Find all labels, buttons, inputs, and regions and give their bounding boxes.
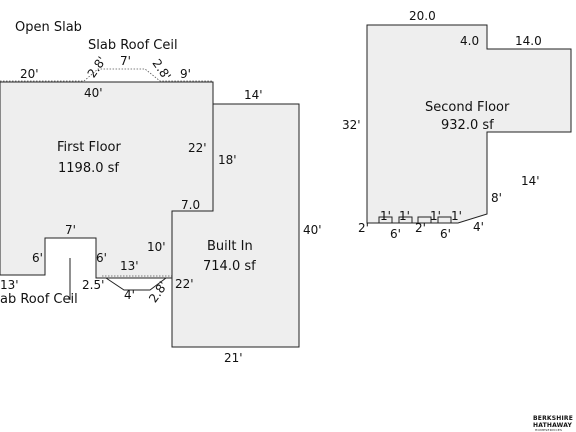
- dim-sf-b-6a: 6': [390, 227, 401, 241]
- dim-sf-b-2-left: 2': [358, 221, 369, 235]
- dim-ff-2-5: 2.5': [82, 278, 104, 292]
- dim-bi-top-14: 14': [244, 88, 263, 102]
- dim-ff-notch-right-6: 6': [96, 251, 107, 265]
- first-floor-name: First Floor: [57, 140, 121, 155]
- second-floor-area: 932.0 sf: [441, 118, 494, 133]
- dim-bi-right-40: 40': [303, 223, 322, 237]
- dim-sf-b-1a: 1': [380, 209, 391, 223]
- dim-ff-2-8-bottom: 2.8': [146, 279, 170, 305]
- slab-roof-ceil-bottom-label: ab Roof Ceil: [0, 292, 78, 307]
- brand-logo-line3: HOMESERVICES: [535, 428, 562, 432]
- dim-ff-bottom-13b: 13': [120, 259, 139, 273]
- dim-ff-step-7: 7.0: [181, 198, 200, 212]
- dim-sf-step-4: 4.0: [460, 34, 479, 48]
- second-floor-name: Second Floor: [425, 100, 510, 115]
- dim-ff-bottom-13: 13': [0, 278, 19, 292]
- dim-sf-b-1c: 1': [430, 209, 441, 223]
- dim-sf-b-4: 4': [473, 220, 484, 234]
- dim-bi-left-10: 10': [147, 240, 166, 254]
- second-floor-bottom-notches: [378, 216, 452, 223]
- dim-sf-b-1b: 1': [399, 209, 410, 223]
- dim-ff-top-right: 9': [180, 67, 191, 81]
- dim-ff-slope-right: 2.8': [149, 56, 173, 82]
- slab-roof-ceil-top-outline: [0, 68, 213, 82]
- dim-sf-right-8: 8': [491, 191, 502, 205]
- first-floor-area: 1198.0 sf: [58, 161, 119, 176]
- open-slab-label: Open Slab: [15, 20, 82, 35]
- dim-bi-left-22: 22': [175, 277, 194, 291]
- dim-ff-top-mid: 7': [120, 54, 131, 68]
- brand-logo-line2: HATHAWAY: [533, 422, 573, 429]
- built-in-area: 714.0 sf: [203, 259, 256, 274]
- dim-ff-notch-top-7: 7': [65, 223, 76, 237]
- dim-ff-4: 4': [124, 288, 135, 302]
- dim-sf-b-1d: 1': [451, 209, 462, 223]
- dim-ff-top-left: 20': [20, 67, 39, 81]
- dim-sf-right-14: 14': [521, 174, 540, 188]
- built-in-room: [171, 103, 300, 348]
- dim-sf-left-32: 32': [342, 118, 361, 132]
- dim-sf-top-20: 20.0: [409, 9, 436, 23]
- dim-bi-left-18: 18': [218, 153, 237, 167]
- slab-roof-ceil-top-label: Slab Roof Ceil: [88, 38, 178, 53]
- dim-ff-inner-40: 40': [84, 86, 103, 100]
- dim-sf-top-14: 14.0: [515, 34, 542, 48]
- dim-ff-right-22: 22': [188, 141, 207, 155]
- dim-sf-b-6b: 6': [440, 227, 451, 241]
- dim-ff-slope-left: 2.8': [85, 54, 109, 80]
- built-in-name: Built In: [207, 239, 253, 254]
- dim-ff-notch-left-6: 6': [32, 251, 43, 265]
- dim-bi-bottom-21: 21': [224, 351, 243, 365]
- dim-sf-b-2-mid: 2': [415, 221, 426, 235]
- brand-logo-line1: BERKSHIRE: [533, 415, 573, 422]
- slab-roof-ceil-bottom-outline: [105, 277, 167, 291]
